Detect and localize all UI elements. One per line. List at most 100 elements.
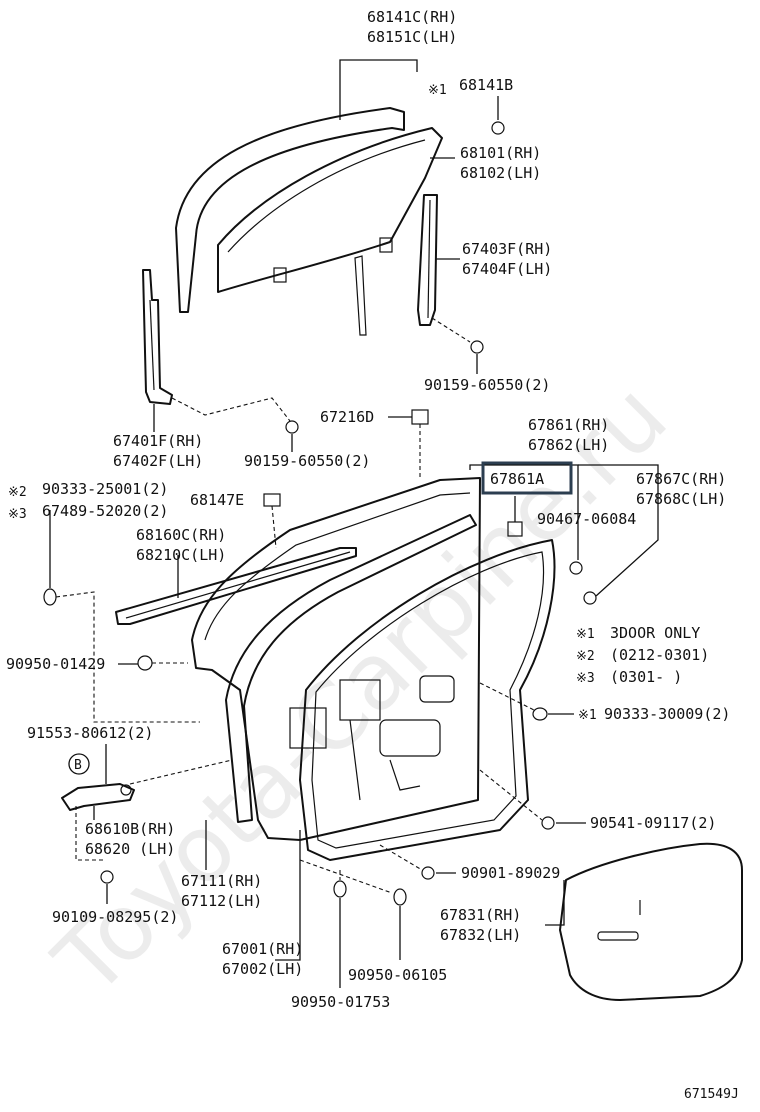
clip-90541 [541,816,555,830]
leader-68147e [271,505,277,549]
regulator-arm [349,719,421,801]
label-90159-a: 90159-60550(2) [424,376,550,394]
plug-90950c [333,880,347,898]
leader-90333b-door [479,682,535,711]
door-panel-inner [204,492,471,641]
clip-90467 [569,561,583,575]
lock-box [339,679,381,721]
label-67002-lh: 67002(LH) [222,960,303,978]
front-channel-line [149,299,155,391]
leader-90901-door [379,844,423,871]
plug-90333b [532,707,548,721]
door-glass-68101 [217,127,443,293]
glass-bracket-2 [379,237,393,253]
label-90901: 90901-89029 [461,864,560,882]
label-67402f-lh: 67402F(LH) [113,452,203,470]
label-67216d: 67216D [320,408,374,426]
label-67831-rh: 67831(RH) [440,906,521,924]
bolt-90109 [100,870,114,884]
label-90333a-mark: ※2 [8,485,27,500]
label-90950-01753: 90950-01753 [291,993,390,1011]
leader-lines [49,59,659,988]
label-90333b-mark: ※1 [578,708,597,723]
note-2-mark: ※2 [576,649,595,664]
note-3-text: (0301- ) [610,668,682,686]
label-90467: 90467-06084 [537,510,636,528]
label-67861-rh: 67861(RH) [528,416,609,434]
label-67867c-rh: 67867C(RH) [636,470,726,488]
label-67862-lh: 67862(LH) [528,436,609,454]
glass-track [354,255,367,336]
label-67001-rh: 67001(RH) [222,940,303,958]
door-seal-inner [311,551,545,849]
label-90541: 90541-09117(2) [590,814,716,832]
glass-bracket-1 [273,267,287,283]
door-panel-67001 [191,477,481,841]
label-67404f-lh: 67404F(LH) [462,260,552,278]
label-68210c-lh: 68210C(LH) [136,546,226,564]
label-67403f-rh: 67403F(RH) [462,240,552,258]
label-68141c-rh: 68141C(RH) [367,8,457,26]
parts-drawing [43,107,743,1001]
note-2-text: (0212-0301) [610,646,709,664]
leader-90950b-door [299,859,393,894]
label-90159-b: 90159-60550(2) [244,452,370,470]
label-68141b: 68141B [459,76,513,94]
plug-90950a [137,655,153,671]
plug-90333a [43,588,57,606]
weatherstrip-line [125,551,351,619]
front-channel-67401f [142,269,173,405]
label-67868c-lh: 67868C(LH) [636,490,726,508]
rear-channel-67403f [417,194,438,326]
clip-68141b [491,121,505,135]
leader-67001 [275,830,301,961]
label-68141b-mark: ※1 [428,83,447,98]
label-68147e: 68147E [190,491,244,509]
run-channel-68141c [175,107,405,313]
regulator-box [379,719,441,757]
rear-channel-line [427,199,431,319]
lower-opening [289,707,327,749]
label-67112-lh: 67112(LH) [181,892,262,910]
part-labels: 68141C(RH) 68151C(LH) ※1 68141B 68101(RH… [6,8,739,1102]
label-90333a: 90333-25001(2) [42,480,168,498]
clip-68147e [263,493,281,507]
bolt-90159a [470,340,484,354]
weatherstrip-68160c [115,547,357,625]
trim-panel-67831 [559,842,743,1001]
clip-90901 [421,866,435,880]
clip-67216d [411,409,429,425]
label-68101-rh: 68101(RH) [460,144,541,162]
label-68610b-rh: 68610B(RH) [85,820,175,838]
leader-67867c [578,464,659,597]
leader-68141c [339,59,418,120]
label-67861a: 67861A [490,470,544,488]
plug-90950b [393,888,407,906]
figure-id: 671549J [684,1087,739,1102]
label-90333b: 90333-30009(2) [604,705,730,723]
note-1-mark: ※1 [576,627,595,642]
label-68102-lh: 68102(LH) [460,164,541,182]
leader-90109 [75,806,106,861]
label-67401f-rh: 67401F(RH) [113,432,203,450]
callout-b-circle [68,753,90,775]
label-67489: 67489-52020(2) [42,502,168,520]
bolt-90159b [285,420,299,434]
hinge-68610b [61,783,135,811]
glass-inner-line [227,139,426,253]
leader-90159a [431,317,471,343]
note-3-mark: ※3 [576,671,595,686]
door-seal-67861 [299,539,556,861]
label-90950-06105: 90950-06105 [348,966,447,984]
handle-opening [419,675,455,703]
label-67832-lh: 67832(LH) [440,926,521,944]
trim-handle [597,931,639,941]
label-90109: 90109-08295(2) [52,908,178,926]
clip-90467b [583,591,597,605]
leader-90541-door [479,769,543,821]
leader-67861 [469,464,579,560]
hinge-pin [120,784,132,796]
label-91553: 91553-80612(2) [27,724,153,742]
callout-b: B [74,758,82,773]
